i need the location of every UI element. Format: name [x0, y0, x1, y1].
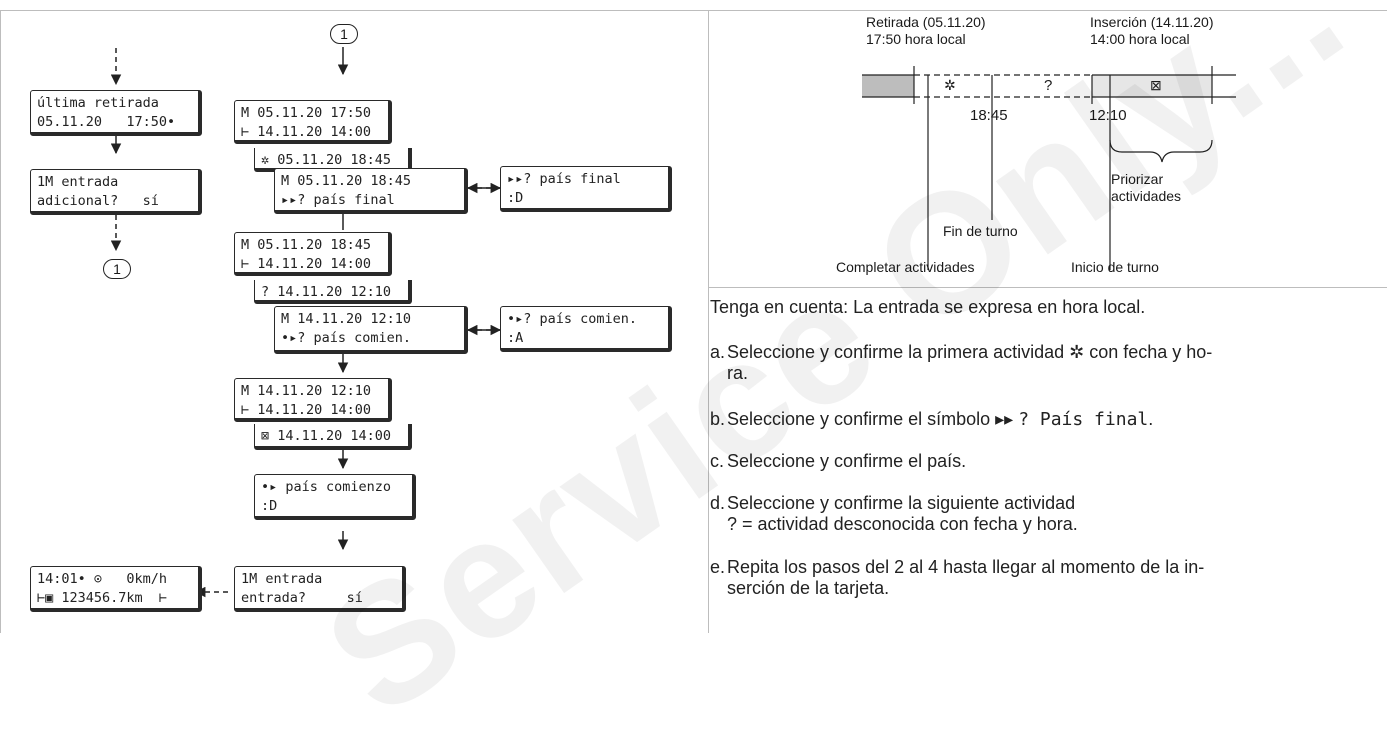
- insertion-label: Inserción (14.11.20) 14:00 hora local: [1090, 14, 1214, 47]
- frame-separator: [708, 287, 1387, 288]
- display-line: M 05.11.20 18:45: [281, 173, 412, 189]
- display-line: ⊢ 14.11.20 14:00: [241, 256, 372, 272]
- removal-label: Retirada (05.11.20) 17:50 hora local: [866, 14, 986, 47]
- display-s2-a: M 05.11.20 18:45 ⊢ 14.11.20 14:00: [234, 232, 392, 276]
- end-shift-time: 18:45: [970, 107, 1008, 124]
- display-line: :D: [261, 498, 278, 514]
- step-a: a.Seleccione y confirme la primera activ…: [710, 342, 1213, 383]
- display-s1-a: M 05.11.20 17:50 ⊢ 14.11.20 14:00: [234, 100, 392, 144]
- display-line: 14:01• ⊙ 0km/h: [37, 571, 168, 587]
- frame-left: [0, 10, 1, 633]
- start-shift-label: Inicio de turno: [1071, 259, 1159, 275]
- display-line: •▸? país comien.: [507, 311, 638, 327]
- display-line: ⊢ 14.11.20 14:00: [241, 402, 372, 418]
- display-line: M 14.11.20 12:10: [281, 311, 412, 327]
- display-s2-b: ? 14.11.20 12:10: [254, 280, 412, 304]
- display-country-start: •▸? país comien. :A: [500, 306, 672, 352]
- display-line: :A: [507, 330, 524, 346]
- unknown-activity-icon: ?: [1044, 77, 1053, 94]
- frame-top: [0, 10, 1387, 11]
- display-line: :D: [507, 190, 524, 206]
- display-status: 14:01• ⊙ 0km/h ⊢▣ 123456.7km ⊢: [30, 566, 202, 612]
- display-line: adicional? sí: [37, 193, 159, 209]
- display-line: 1M entrada: [241, 571, 323, 587]
- display-line: ? 14.11.20 12:10: [261, 284, 392, 300]
- display-line: ✲ 05.11.20 18:45: [261, 152, 392, 168]
- step-b: b.Seleccione y confirme el símbolo ▸▸ ? …: [710, 409, 1154, 430]
- connector-circle-top: 1: [330, 24, 358, 44]
- step-c: c.Seleccione y confirme el país.: [710, 451, 967, 471]
- display-line: M 14.11.20 12:10: [241, 383, 372, 399]
- display-s3-b: ⊠ 14.11.20 14:00: [254, 424, 412, 450]
- display-line: entrada? sí: [241, 590, 363, 606]
- prioritize-label: Priorizar actividades: [1111, 171, 1182, 204]
- display-line: 05.11.20 17:50•: [37, 114, 176, 130]
- display-line: ⊢ 14.11.20 14:00: [241, 124, 372, 140]
- display-line: ⊠ 14.11.20 14:00: [261, 428, 392, 444]
- start-shift-time: 12:10: [1089, 107, 1127, 124]
- display-line: última retirada: [37, 95, 159, 111]
- end-shift-label: Fin de turno: [943, 223, 1018, 239]
- display-line: M 05.11.20 18:45: [241, 237, 372, 253]
- display-country-end: ▸▸? país final :D: [500, 166, 672, 212]
- display-line: •▸ país comienzo: [261, 479, 392, 495]
- display-line: ⊢▣ 123456.7km ⊢: [37, 590, 168, 606]
- step-d: d.Seleccione y confirme la siguiente act…: [710, 493, 1078, 534]
- frame-divider: [708, 10, 709, 633]
- display-confirm-entry: 1M entrada entrada? sí: [234, 566, 406, 612]
- display-line: ▸▸? país final: [281, 192, 395, 208]
- availability-icon: ⊠: [1150, 77, 1162, 93]
- display-additional-entry: 1M entrada adicional? sí: [30, 169, 202, 215]
- display-country-begin: •▸ país comienzo :D: [254, 474, 416, 520]
- connector-circle-bottom: 1: [103, 259, 131, 279]
- display-last-removal: última retirada 05.11.20 17:50•: [30, 90, 202, 136]
- rest-icon: ✲: [944, 77, 956, 93]
- complete-activities-label: Completar actividades: [836, 259, 975, 275]
- display-s2-c: M 14.11.20 12:10 •▸? país comien.: [274, 306, 468, 354]
- step-e: e.Repita los pasos del 2 al 4 hasta lleg…: [710, 557, 1205, 598]
- display-s3-a: M 14.11.20 12:10 ⊢ 14.11.20 14:00: [234, 378, 392, 422]
- display-s1-c: M 05.11.20 18:45 ▸▸? país final: [274, 168, 468, 214]
- display-line: ▸▸? país final: [507, 171, 621, 187]
- note-intro: Tenga en cuenta: La entrada se expresa e…: [710, 297, 1146, 317]
- display-line: •▸? país comien.: [281, 330, 412, 346]
- display-line: M 05.11.20 17:50: [241, 105, 372, 121]
- display-line: 1M entrada: [37, 174, 119, 190]
